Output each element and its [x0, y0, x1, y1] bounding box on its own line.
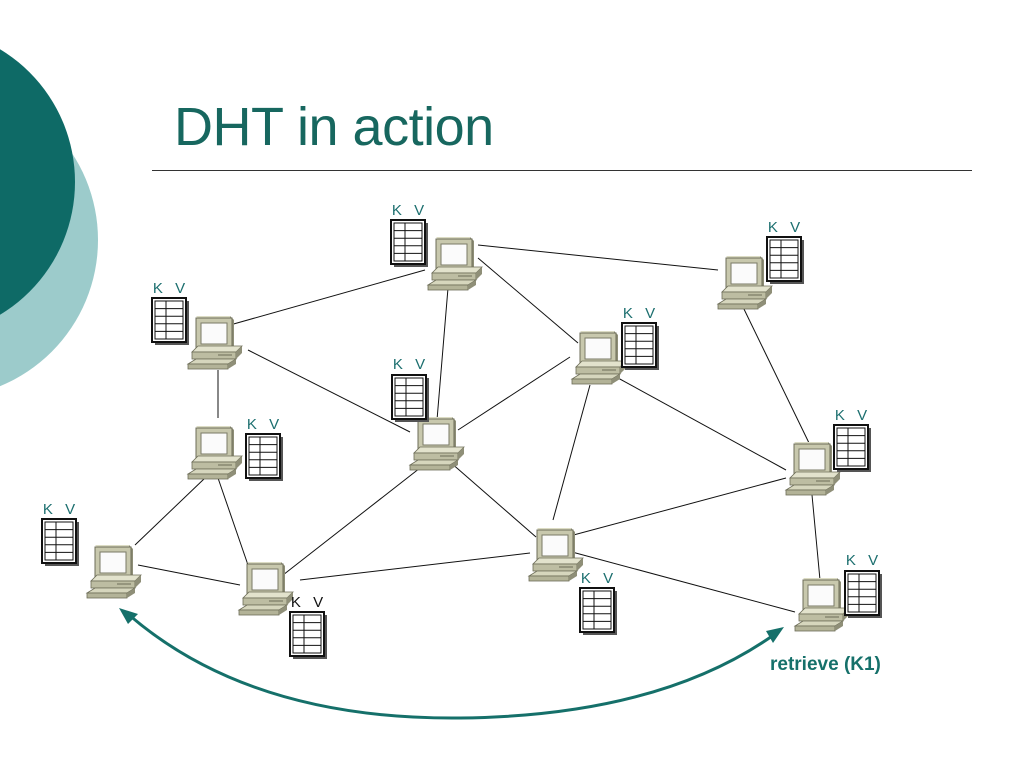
kv-label: K V	[42, 501, 80, 518]
retrieve-caption: retrieve (K1)	[770, 654, 881, 675]
kv-table-icon	[391, 374, 430, 423]
kv-label: K V	[246, 416, 284, 433]
kv-table-icon	[245, 433, 284, 482]
kv-table-icon	[833, 424, 872, 473]
retrieve-arrow	[127, 612, 776, 720]
decorative-circles	[0, 49, 98, 387]
kv-table-icon	[579, 587, 618, 636]
kv-table-icon	[621, 322, 660, 371]
kv-label: K V	[767, 219, 805, 236]
computer-icon	[187, 425, 243, 480]
kv-label: K V	[290, 594, 328, 611]
kv-table-icon	[390, 219, 429, 268]
computer-icon	[238, 561, 294, 616]
kv-label: K V	[845, 552, 883, 569]
arrowhead-right	[766, 627, 784, 643]
kv-label: K V	[622, 305, 660, 322]
kv-label: K V	[580, 570, 618, 587]
computer-icon	[794, 577, 850, 632]
computer-icon	[427, 236, 483, 291]
kv-table-icon	[41, 518, 80, 567]
kv-table-icon	[289, 611, 328, 660]
computer-icon	[409, 416, 465, 471]
computer-icon	[571, 330, 627, 385]
computer-icon	[717, 255, 773, 310]
slide-title: DHT in action	[174, 97, 494, 157]
computer-icon	[187, 315, 243, 370]
kv-table-icon	[844, 570, 883, 619]
kv-label: K V	[392, 356, 430, 373]
kv-table-icon	[151, 297, 190, 346]
arrowhead-left	[119, 608, 138, 624]
computer-icon	[528, 527, 584, 582]
kv-label: K V	[391, 202, 429, 219]
dark-circle	[0, 49, 75, 315]
kv-label: K V	[152, 280, 190, 297]
computer-icon	[785, 441, 841, 496]
title-underline	[152, 170, 972, 171]
computer-icon	[86, 544, 142, 599]
computer-icons	[86, 236, 850, 632]
network-links	[134, 244, 821, 613]
kv-table-icon	[766, 236, 805, 285]
kv-label: K V	[834, 407, 872, 424]
